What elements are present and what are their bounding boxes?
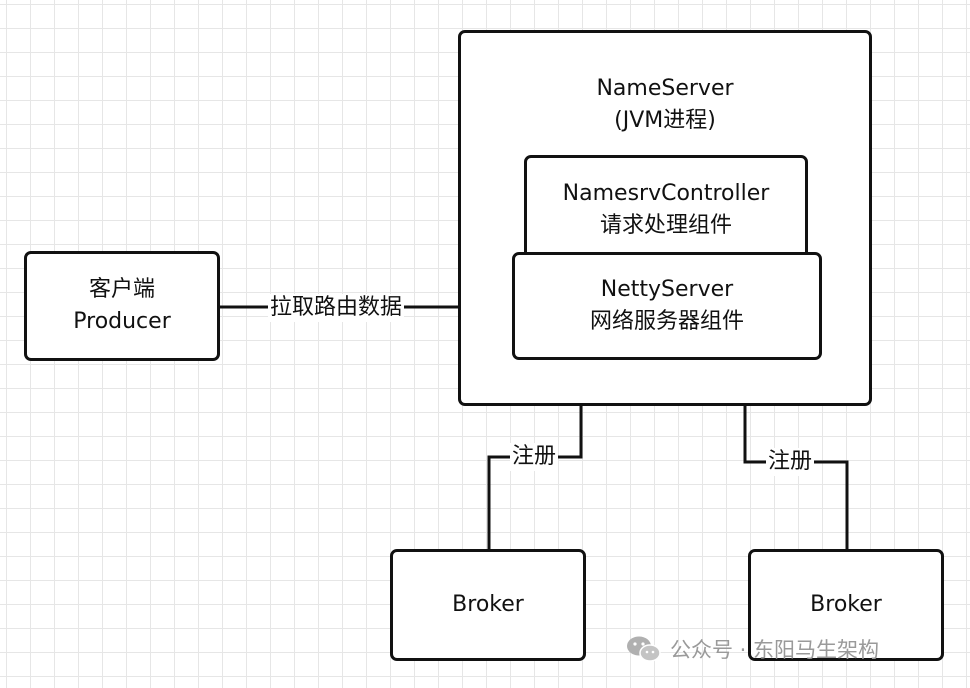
watermark-text: 公众号 · 东阳马生架构 [670,638,880,662]
namesrv-controller-box: NamesrvController 请求处理组件 [524,155,808,263]
nameserver-subtitle: (JVM进程) [614,108,716,133]
broker-label-2: Broker [810,592,882,617]
wechat-icon [626,635,662,663]
broker-box-2: Broker [748,549,944,661]
nameserver-title: NameServer [596,76,734,101]
controller-subtitle: 请求处理组件 [599,213,732,238]
broker-box-1: Broker [390,549,586,661]
client-producer-box: 客户端 Producer [24,251,220,361]
fetch-route-label: 拉取路由数据 [268,294,405,322]
watermark: 公众号 · 东阳马生架构 [626,634,879,664]
netty-server-box: NettyServer 网络服务器组件 [512,252,822,360]
client-subtitle: Producer [73,309,171,334]
client-title: 客户端 [88,277,155,302]
register-label-2: 注册 [766,448,815,476]
register-label-1: 注册 [510,443,559,471]
broker-label-1: Broker [452,592,524,617]
netty-subtitle: 网络服务器组件 [589,309,744,334]
netty-title: NettyServer [600,277,734,302]
controller-title: NamesrvController [562,181,770,206]
